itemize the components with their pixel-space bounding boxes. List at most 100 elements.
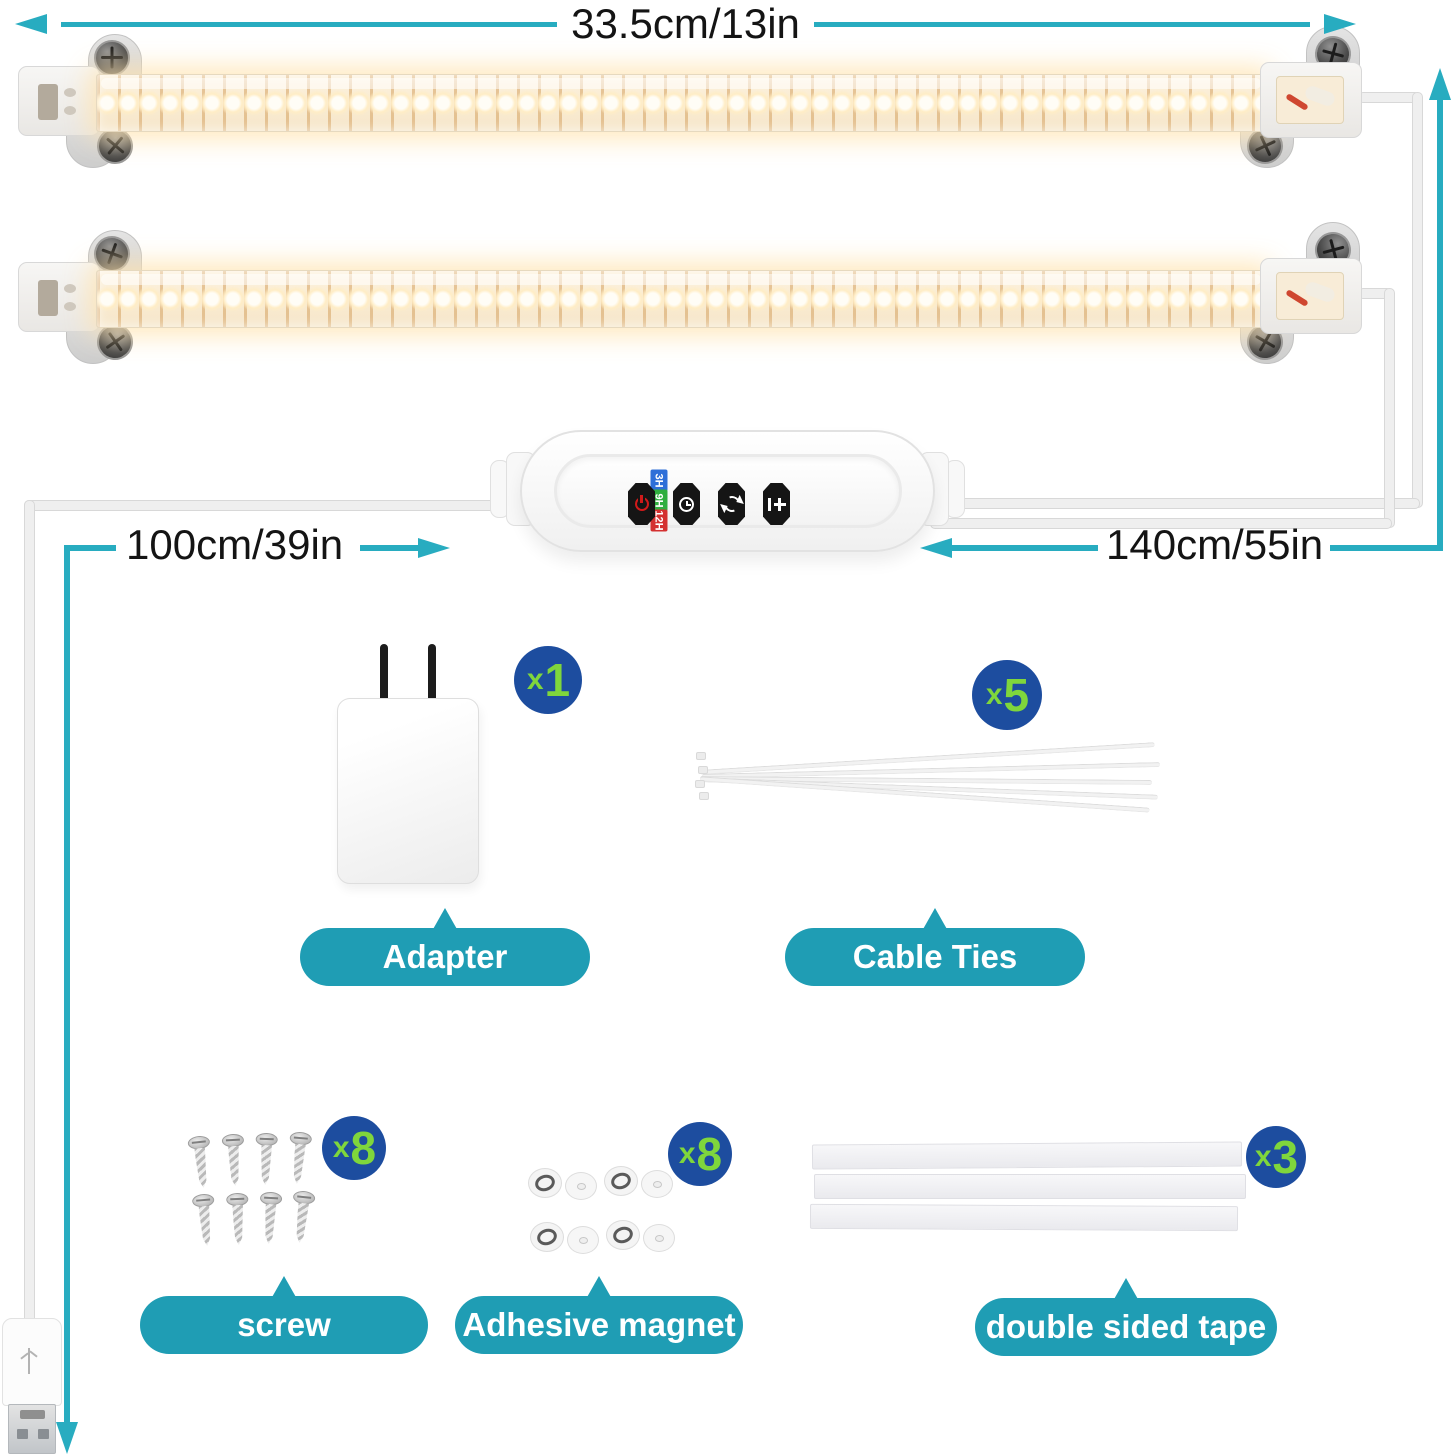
- led-light-bar-2: [0, 196, 1454, 396]
- screws-count: 8: [350, 1122, 377, 1174]
- endcap-hole: [64, 106, 76, 115]
- timer-3h-label: 3H: [650, 469, 668, 492]
- bar-length-dimension: 33.5cm/13in: [15, 0, 1356, 47]
- adapter-count: 1: [544, 654, 571, 706]
- screw-label: screw: [237, 1306, 331, 1343]
- controller-cable-length-label: 140cm/55in: [1106, 521, 1324, 568]
- cycle-button[interactable]: [718, 483, 745, 525]
- magnets-count: 8: [696, 1128, 723, 1180]
- arrow-left-icon: [15, 14, 47, 34]
- magnet-item: [565, 1172, 597, 1200]
- led-strip: [96, 270, 1266, 328]
- endcap-connector: [38, 280, 58, 316]
- dimming-icon: [767, 497, 786, 511]
- bar-length-label: 33.5cm/13in: [571, 0, 800, 47]
- cable-ties-label-badge: Cable Ties: [785, 908, 1085, 986]
- usb-connector-body: [2, 1318, 62, 1406]
- usb-symbol-icon: [28, 1348, 30, 1374]
- screw-item: [286, 1131, 313, 1187]
- screws-count-badge: x 8: [322, 1116, 386, 1180]
- magnet-item: [643, 1224, 675, 1252]
- double-sided-tape-label-badge: double sided tape: [975, 1278, 1277, 1356]
- bar-endcap-left: [18, 262, 100, 332]
- magnet-item: [567, 1226, 599, 1254]
- usb-cable-dimension-line: [64, 545, 70, 1430]
- adhesive-magnet-label: Adhesive magnet: [462, 1306, 736, 1343]
- endcap-window: [1276, 272, 1344, 320]
- screw-item: [258, 1191, 283, 1246]
- dimming-button[interactable]: [763, 483, 790, 525]
- magnet-item: [604, 1166, 638, 1196]
- screw-item: [226, 1192, 250, 1248]
- magnet-item: [530, 1222, 564, 1252]
- tape-strip: [809, 1203, 1239, 1232]
- tape-count-badge: x 3: [1246, 1126, 1306, 1188]
- arrow-right-icon: [418, 538, 450, 558]
- adapter-label-badge: Adapter: [300, 908, 590, 986]
- arrow-down-icon: [56, 1422, 78, 1454]
- screw-label-badge: screw: [140, 1276, 428, 1354]
- controller-cable-dimension-line: [1330, 545, 1443, 551]
- magnets-count-badge: x 8: [668, 1122, 732, 1186]
- screw-item: [221, 1133, 247, 1188]
- magnet-item: [641, 1170, 673, 1198]
- cable-ties-count: 5: [1003, 669, 1030, 721]
- times-symbol: x: [526, 663, 544, 696]
- usb-cable-dimension-line: [360, 545, 418, 551]
- endcap-window: [1276, 76, 1344, 124]
- wire: [1303, 280, 1337, 304]
- endcap-hole: [64, 302, 76, 311]
- arrow-left-icon: [920, 538, 952, 558]
- controller-cable-dimension-line: [952, 545, 1098, 551]
- tape-count: 3: [1272, 1131, 1299, 1183]
- times-symbol: x: [678, 1137, 696, 1170]
- bar-endcap-left: [18, 66, 100, 136]
- plug-prong: [428, 644, 436, 702]
- screw-item: [187, 1134, 215, 1191]
- usb-power-adapter: [337, 698, 479, 884]
- tape-strip: [811, 1141, 1243, 1170]
- adapter-count-badge: x 1: [514, 646, 582, 714]
- tape-strip: [814, 1174, 1246, 1199]
- usb-connector-metal: [8, 1404, 56, 1454]
- magnet-item: [606, 1220, 640, 1250]
- arrow-right-icon: [1324, 14, 1356, 34]
- usb-cable-dimension-line: [64, 545, 116, 551]
- led-strip: [96, 74, 1266, 132]
- cable-tie-head: [695, 780, 705, 788]
- adapter-label: Adapter: [382, 938, 508, 975]
- usb-cable: [24, 500, 35, 1324]
- controller-cable-dimension-line: [1437, 100, 1443, 551]
- power-button[interactable]: [628, 483, 655, 525]
- screw-item: [191, 1193, 219, 1249]
- cable-ties-count-badge: x 5: [972, 660, 1042, 730]
- wire: [1303, 84, 1337, 108]
- cable-ties-label: Cable Ties: [852, 938, 1018, 975]
- timer-button[interactable]: [673, 483, 700, 525]
- usb-cable-length-label: 100cm/39in: [126, 521, 344, 568]
- bar1-cable: [1358, 92, 1420, 103]
- endcap-connector: [38, 84, 58, 120]
- endcap-hole: [64, 88, 76, 97]
- usb-slot: [20, 1410, 45, 1419]
- cycle-icon: [720, 493, 743, 515]
- double-sided-tape-label: double sided tape: [985, 1308, 1267, 1345]
- screw-head-icon: [94, 40, 130, 76]
- plug-prong: [380, 644, 388, 702]
- cable-tie-head: [699, 792, 709, 800]
- times-symbol: x: [985, 678, 1003, 711]
- bar2-cable: [1384, 288, 1395, 528]
- bar1-cable: [1412, 92, 1423, 508]
- usb-cable: [24, 500, 536, 511]
- arrow-up-icon: [1429, 68, 1451, 100]
- inline-controller: 3H 9H 12H: [490, 430, 965, 552]
- times-symbol: x: [1254, 1140, 1272, 1173]
- times-symbol: x: [332, 1131, 350, 1164]
- screw-item: [288, 1189, 316, 1246]
- magnet-item: [528, 1168, 562, 1198]
- dimension-line: [61, 21, 558, 27]
- endcap-hole: [64, 284, 76, 293]
- cable-tie-head: [696, 752, 706, 760]
- usb-contact-hole: [38, 1429, 49, 1439]
